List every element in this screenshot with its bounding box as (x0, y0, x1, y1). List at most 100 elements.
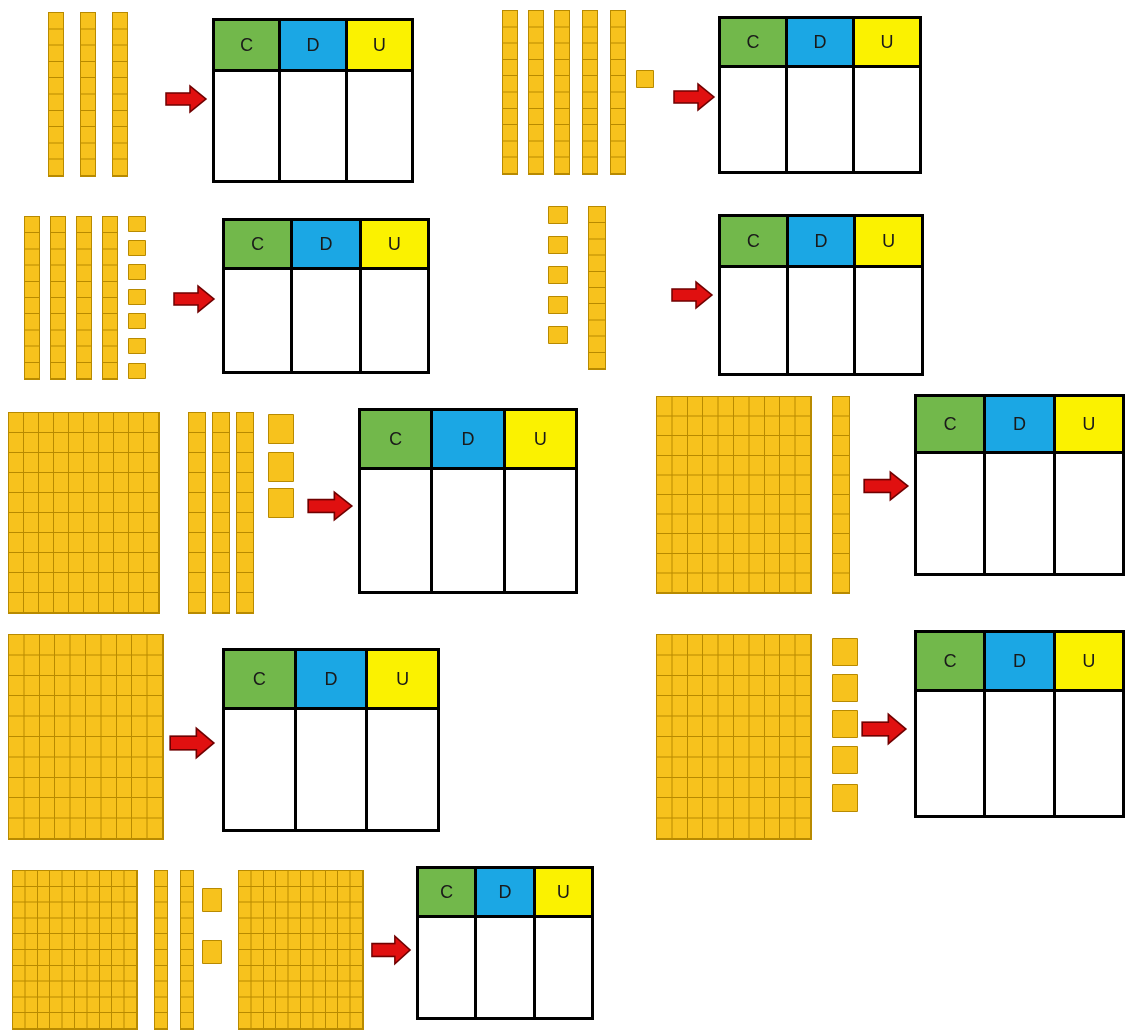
ten-rod-block (50, 216, 66, 380)
unit-cube-block (202, 940, 222, 964)
arrow-right-icon (860, 712, 908, 746)
answer-cell-c[interactable] (916, 453, 985, 575)
arrow-right-icon (164, 84, 208, 114)
ten-rod-block (80, 12, 96, 177)
ten-rod-block (48, 12, 64, 177)
header-u: U (504, 410, 576, 469)
ten-rod-block (154, 870, 168, 1030)
answer-cell-u[interactable] (504, 469, 576, 593)
answer-cell-d[interactable] (295, 709, 367, 831)
unit-cube-block (832, 638, 858, 666)
ten-rod-block (212, 412, 230, 614)
header-c: C (720, 18, 787, 67)
unit-cube-block (548, 206, 568, 224)
header-u: U (854, 18, 921, 67)
ten-rod-block (180, 870, 194, 1030)
header-c: C (916, 632, 985, 691)
answer-cell-c[interactable] (720, 67, 787, 173)
answer-cell-d[interactable] (985, 691, 1054, 817)
unit-cube-block (128, 216, 146, 232)
answer-cell-d[interactable] (476, 917, 534, 1019)
unit-cube-block (268, 452, 294, 482)
arrow-right-icon (862, 470, 910, 502)
header-c: C (418, 868, 476, 917)
unit-cube-block (202, 888, 222, 912)
arrow-right-icon (370, 934, 412, 966)
answer-cell-c[interactable] (720, 267, 788, 375)
answer-cell-d[interactable] (787, 267, 855, 375)
unit-cube-block (832, 674, 858, 702)
unit-cube-block (832, 784, 858, 812)
answer-cell-d[interactable] (280, 71, 346, 182)
unit-cube-block (128, 289, 146, 305)
answer-cell-c[interactable] (224, 709, 296, 831)
unit-cube-block (832, 710, 858, 738)
header-u: U (1054, 396, 1123, 453)
hundred-flat-block (656, 634, 812, 840)
header-c: C (224, 650, 296, 709)
answer-cell-c[interactable] (916, 691, 985, 817)
header-c: C (224, 220, 292, 269)
ten-rod-block (24, 216, 40, 380)
unit-cube-block (128, 338, 146, 354)
header-u: U (1054, 632, 1123, 691)
answer-cell-d[interactable] (432, 469, 504, 593)
unit-cube-block (128, 313, 146, 329)
unit-cube-block (128, 264, 146, 280)
answer-cell-u[interactable] (855, 267, 923, 375)
header-u: U (346, 20, 412, 71)
header-d: D (985, 396, 1054, 453)
answer-cell-c[interactable] (360, 469, 432, 593)
answer-cell-c[interactable] (418, 917, 476, 1019)
ten-rod-block (832, 396, 850, 594)
unit-cube-block (548, 296, 568, 314)
unit-cube-block (548, 266, 568, 284)
answer-cell-u[interactable] (854, 67, 921, 173)
answer-cell-d[interactable] (787, 67, 854, 173)
header-d: D (295, 650, 367, 709)
answer-cell-u[interactable] (534, 917, 592, 1019)
hundred-flat-block (8, 634, 164, 840)
unit-cube-block (128, 240, 146, 256)
ten-rod-block (502, 10, 518, 175)
header-u: U (367, 650, 439, 709)
ten-rod-block (528, 10, 544, 175)
unit-cube-block (268, 488, 294, 518)
header-c: C (360, 410, 432, 469)
ten-rod-block (188, 412, 206, 614)
answer-cell-u[interactable] (360, 269, 428, 373)
hundred-flat-block (12, 870, 138, 1030)
ten-rod-block (112, 12, 128, 177)
answer-cell-u[interactable] (1054, 453, 1123, 575)
answer-cell-u[interactable] (1054, 691, 1123, 817)
ten-rod-block (582, 10, 598, 175)
arrow-right-icon (672, 82, 716, 112)
arrow-right-icon (172, 284, 216, 314)
arrow-right-icon (168, 726, 216, 760)
arrow-right-icon (670, 280, 714, 310)
ten-rod-block (588, 206, 606, 370)
answer-cell-c[interactable] (214, 71, 280, 182)
hundred-flat-block (656, 396, 812, 594)
unit-cube-block (548, 326, 568, 344)
ten-rod-block (610, 10, 626, 175)
header-d: D (476, 868, 534, 917)
answer-cell-d[interactable] (292, 269, 360, 373)
answer-cell-c[interactable] (224, 269, 292, 373)
header-u: U (855, 216, 923, 267)
header-d: D (985, 632, 1054, 691)
answer-cell-u[interactable] (346, 71, 412, 182)
header-c: C (214, 20, 280, 71)
answer-cell-d[interactable] (985, 453, 1054, 575)
header-d: D (787, 216, 855, 267)
ten-rod-block (236, 412, 254, 614)
arrow-right-icon (306, 490, 354, 522)
answer-cell-u[interactable] (367, 709, 439, 831)
